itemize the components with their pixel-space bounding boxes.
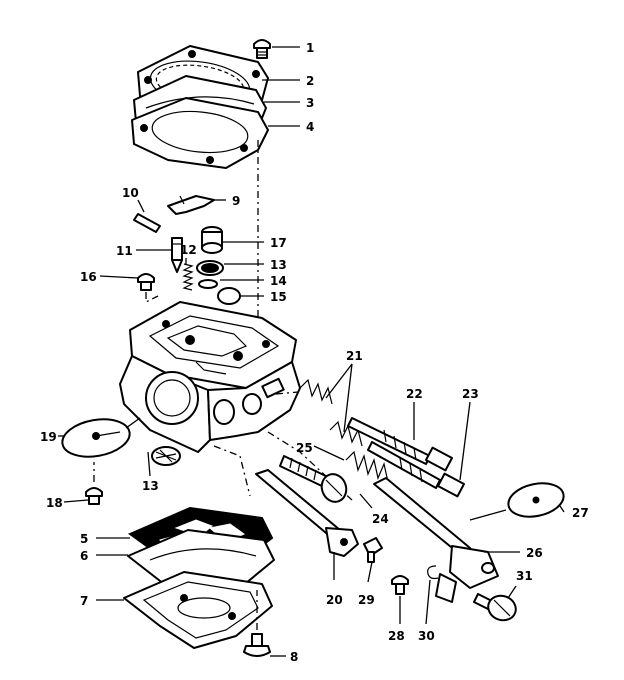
label-29: 29 [358, 593, 375, 607]
part-throttle-shaft-20 [255, 469, 359, 557]
part-disc-15 [217, 287, 241, 305]
part-screen-13-top [196, 260, 224, 276]
label-7: 7 [80, 594, 88, 608]
label-13-top: 13 [270, 258, 287, 272]
label-22: 22 [406, 387, 423, 401]
part-springs-21 [299, 378, 363, 447]
part-screw-31 [473, 593, 517, 622]
label-8: 8 [290, 650, 298, 664]
leader-27-dash [469, 509, 507, 521]
leader-lines [58, 46, 565, 657]
label-6: 6 [80, 549, 88, 563]
label-13-bottom: 13 [142, 479, 159, 493]
part-needle-23 [367, 441, 465, 498]
part-spring-25 [345, 450, 389, 483]
label-19: 19 [40, 430, 57, 444]
label-23: 23 [462, 387, 479, 401]
part-number-labels: 1 2 3 4 5 6 7 8 9 10 11 12 13 13 14 15 1… [40, 41, 589, 664]
label-31: 31 [516, 569, 533, 583]
label-14: 14 [270, 274, 287, 288]
label-3: 3 [306, 96, 314, 110]
part-choke-shaft-26 [373, 477, 499, 603]
assembly-line-body-upper [275, 391, 299, 395]
label-24: 24 [372, 512, 389, 526]
part-lever-9 [167, 195, 215, 215]
label-5: 5 [80, 532, 88, 546]
part-gasket-4 [131, 97, 269, 169]
label-15: 15 [270, 290, 287, 304]
part-inlet-needle-11 [171, 237, 183, 273]
label-11: 11 [116, 244, 133, 258]
part-cover-7 [123, 571, 273, 649]
label-12: 12 [180, 243, 197, 257]
assembly-line-body-left [213, 445, 251, 497]
assembly-line-body-right [267, 431, 353, 501]
part-clip-30 [427, 565, 439, 580]
label-17: 17 [270, 236, 287, 250]
part-pin-10 [133, 213, 161, 233]
label-1: 1 [306, 41, 314, 55]
part-plug-17 [201, 226, 223, 254]
leader-19-dash [125, 417, 141, 429]
part-metering-disc-19 [61, 418, 131, 458]
label-9: 9 [232, 194, 240, 208]
part-carburetor-body [119, 301, 301, 453]
label-30: 30 [418, 629, 435, 643]
part-choke-plate-27 [507, 482, 565, 518]
label-4: 4 [306, 120, 314, 134]
part-screw-8 [243, 633, 271, 657]
label-10: 10 [122, 186, 139, 200]
part-spring-12 [182, 263, 194, 291]
part-screw-1 [253, 39, 271, 59]
label-27: 27 [572, 506, 589, 520]
part-screen-13-bottom [151, 446, 181, 466]
label-20: 20 [326, 593, 343, 607]
label-18: 18 [46, 496, 63, 510]
assembly-line-16 [145, 292, 159, 304]
part-screw-28 [391, 575, 409, 595]
part-screw-29 [363, 537, 383, 563]
part-screw-18 [85, 487, 103, 505]
part-washer-14 [198, 279, 218, 289]
label-28: 28 [388, 629, 405, 643]
part-screw-16 [137, 273, 155, 291]
part-screw-24 [279, 455, 348, 503]
part-needle-22 [347, 417, 453, 472]
part-diaphragm-6 [127, 529, 275, 589]
label-25: 25 [296, 441, 313, 455]
label-16: 16 [80, 270, 97, 284]
label-26: 26 [526, 546, 543, 560]
label-2: 2 [306, 74, 314, 88]
label-21: 21 [346, 349, 363, 363]
